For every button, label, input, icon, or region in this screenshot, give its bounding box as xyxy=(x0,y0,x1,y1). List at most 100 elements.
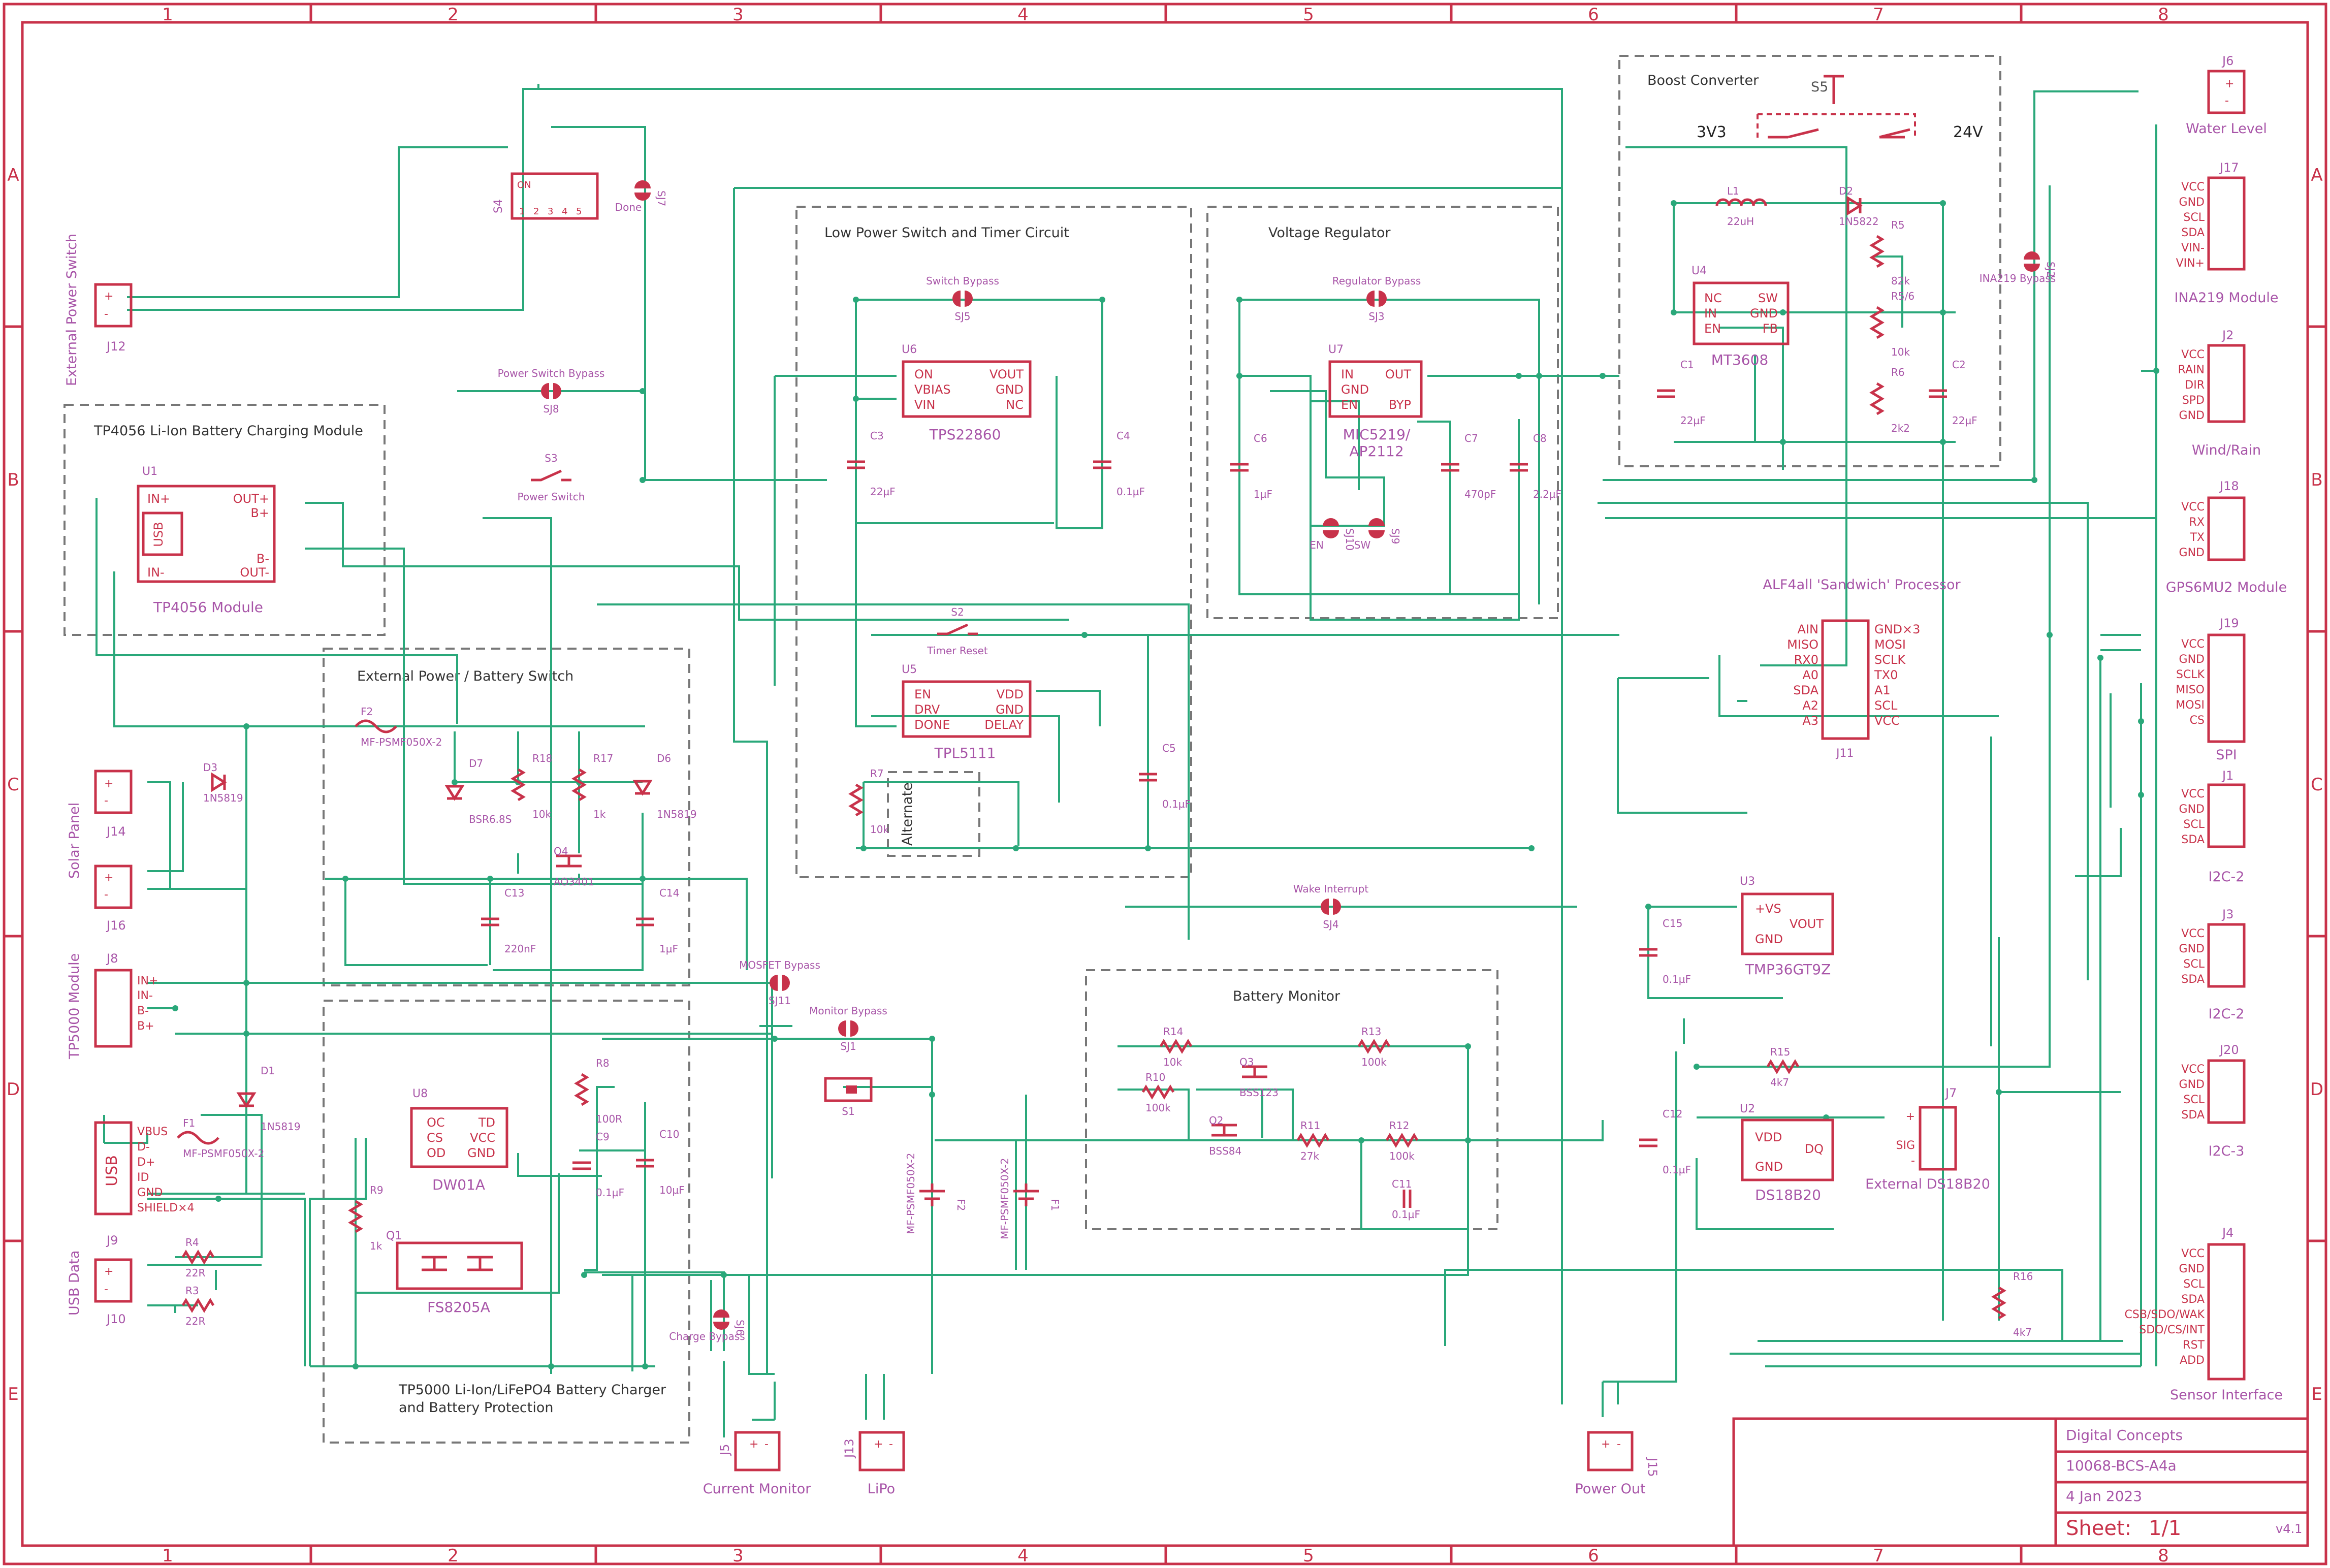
connector-j8: IN+ IN- B- B+ J8 TP5000 Module xyxy=(67,951,158,1060)
part-c1-value: 22µF xyxy=(1680,414,1706,427)
block-tp5000-title: TP5000 Li-Ion/LiFePO4 Battery Charger xyxy=(398,1382,666,1398)
svg-text:A3: A3 xyxy=(1802,714,1818,728)
column-4-bottom: 4 xyxy=(1017,1546,1029,1566)
connector-j15: + - J15 Power Out xyxy=(1575,1431,1659,1497)
part-q4-ref: Q4 xyxy=(554,845,568,857)
svg-text:EN: EN xyxy=(1704,322,1721,336)
part-c14-ref: C14 xyxy=(659,887,679,899)
svg-text:SW: SW xyxy=(1758,291,1778,305)
svg-text:A2: A2 xyxy=(1802,698,1818,713)
svg-text:GND: GND xyxy=(2179,943,2205,955)
jumper-sj8-ref: SJ8 xyxy=(543,403,559,415)
svg-text:VCC: VCC xyxy=(470,1131,495,1145)
svg-text:IN: IN xyxy=(1341,367,1354,381)
svg-text:-: - xyxy=(764,1438,769,1451)
column-5: 5 xyxy=(1303,5,1314,25)
part-c7-value: 470pF xyxy=(1464,488,1496,500)
part-r8-ref: R8 xyxy=(596,1057,610,1069)
switch-s3-ref: S3 xyxy=(545,452,557,464)
s5-ref: S5 xyxy=(1811,79,1828,95)
svg-text:NC: NC xyxy=(1006,398,1024,412)
svg-text:SDA: SDA xyxy=(1793,683,1818,697)
svg-text:DIR: DIR xyxy=(2185,379,2205,392)
svg-text:U7: U7 xyxy=(1328,343,1344,356)
switch-s1[interactable]: S1 xyxy=(824,1077,873,1117)
jumper-sj7-ref: SJ7 xyxy=(655,190,667,206)
svg-text:VIN-: VIN- xyxy=(2181,242,2205,254)
jumper-sj11-ref: SJ11 xyxy=(769,995,791,1007)
ic-u5: EN DRV DONE VDD GND DELAY U5 TPL5111 xyxy=(902,663,1032,761)
j10-name: USB Data xyxy=(67,1251,82,1316)
j20-ref: J20 xyxy=(2219,1043,2239,1057)
ic-u1: USB IN+ IN- OUT+ B+ B- OUT- U1 TP4056 Mo… xyxy=(137,465,276,616)
part-c8-ref: C8 xyxy=(1533,432,1547,444)
svg-text:GND: GND xyxy=(467,1146,495,1160)
jumper-sj10-name: EN xyxy=(1310,539,1324,551)
part-c9: C90.1µF xyxy=(572,1131,624,1199)
svg-text:DELAY: DELAY xyxy=(984,718,1024,732)
jumper-sj5-ref: SJ5 xyxy=(954,310,970,323)
passive-components: C122µFC222µFC322µFC40.1µFC50.1µFC61µFC74… xyxy=(177,185,2033,1338)
column-3-bottom: 3 xyxy=(732,1546,744,1566)
svg-text:GND: GND xyxy=(1341,382,1369,397)
svg-text:VCC: VCC xyxy=(2181,927,2205,940)
svg-text:VCC: VCC xyxy=(1874,714,1900,728)
svg-text:GND: GND xyxy=(2179,547,2205,559)
svg-text:-: - xyxy=(1911,1155,1915,1167)
svg-text:GND: GND xyxy=(2179,653,2205,666)
svg-text:RX: RX xyxy=(2189,516,2205,529)
svg-text:B+: B+ xyxy=(250,506,269,520)
svg-text:SCLK: SCLK xyxy=(2176,668,2205,681)
block-alternate-title: Alternate xyxy=(900,782,915,846)
ic-u3: +VS GND VOUT U3 TMP36GT9Z xyxy=(1740,875,1834,978)
svg-text:SIG: SIG xyxy=(1896,1139,1915,1152)
svg-text:GND×3: GND×3 xyxy=(1874,622,1920,636)
part-q3-ref: Q3 xyxy=(1239,1056,1254,1068)
part-c13-ref: C13 xyxy=(504,887,524,899)
svg-text:CS: CS xyxy=(2190,714,2205,727)
part-r12-ref: R12 xyxy=(1389,1119,1409,1132)
part-c4-value: 0.1µF xyxy=(1116,486,1145,498)
svg-text:GND: GND xyxy=(1755,1160,1783,1174)
part-r5-6-ref: R5/6 xyxy=(1891,290,1914,302)
part-c15-value: 0.1µF xyxy=(1663,973,1691,985)
svg-text:DRV: DRV xyxy=(914,702,940,717)
part-f2-ref: F2 xyxy=(361,706,373,718)
battery-b2: MF-PSMF050X-2 F2 xyxy=(905,1153,967,1234)
svg-text:D+: D+ xyxy=(137,1156,155,1169)
part-d1-value: 1N5819 xyxy=(261,1121,301,1133)
block-low-power-title: Low Power Switch and Timer Circuit xyxy=(824,225,1069,241)
connector-j5: + - J5 Current Monitor xyxy=(703,1431,811,1497)
svg-text:A1: A1 xyxy=(1874,683,1891,697)
part-r5-ref: R5 xyxy=(1891,219,1905,231)
column-2: 2 xyxy=(448,5,459,25)
part-c10-ref: C10 xyxy=(659,1128,679,1140)
svg-text:OUT+: OUT+ xyxy=(233,492,269,506)
part-l1-ref: L1 xyxy=(1727,185,1739,197)
svg-text:S4: S4 xyxy=(492,199,505,213)
svg-text:+: + xyxy=(874,1438,883,1451)
svg-text:A0: A0 xyxy=(1802,668,1818,682)
svg-text:RAIN: RAIN xyxy=(2178,364,2205,376)
column-1-bottom: 1 xyxy=(162,1546,173,1566)
svg-text:VCC: VCC xyxy=(2181,501,2205,514)
j15-ref: J15 xyxy=(1645,1457,1659,1477)
